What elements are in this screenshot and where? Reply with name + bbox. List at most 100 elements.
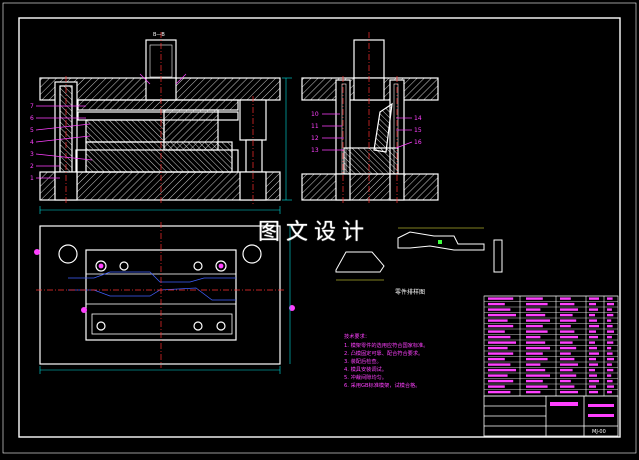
part-numbers-left: 7 6 5 4 3 2 1 bbox=[30, 103, 34, 182]
bom-cell-text bbox=[488, 379, 514, 383]
bom-cell-text bbox=[488, 385, 505, 388]
bom-cell-text bbox=[607, 357, 614, 361]
bom-cell-text bbox=[589, 319, 597, 322]
bom-cell-text bbox=[589, 335, 598, 339]
bom-cell-text bbox=[560, 341, 573, 344]
plan-dimensions bbox=[39, 226, 291, 374]
bom-cell-text bbox=[488, 313, 516, 317]
bom-cell-text bbox=[526, 330, 548, 333]
bom-cell-text bbox=[488, 363, 511, 366]
bom-cell-text bbox=[589, 297, 599, 300]
part-number: 1 bbox=[30, 175, 34, 182]
front-center-lines bbox=[65, 32, 254, 205]
bom-cell-text bbox=[607, 335, 612, 339]
bom-cell-text bbox=[560, 368, 573, 372]
strip-dimensions bbox=[336, 227, 484, 281]
drawing-code: MJ-00 bbox=[592, 429, 606, 435]
bom-cell-text bbox=[589, 324, 599, 328]
bom-cell-text bbox=[560, 346, 577, 350]
plan-strip bbox=[68, 271, 236, 301]
side-center-lines bbox=[342, 32, 398, 205]
bom-cell-text bbox=[526, 357, 548, 361]
bom-cell-text bbox=[607, 313, 614, 317]
bom-cell-text bbox=[526, 341, 546, 344]
outer-frame bbox=[2, 2, 637, 454]
bom-cell-text bbox=[607, 302, 614, 306]
note-line: 3. 装配后检查。 bbox=[344, 357, 382, 365]
bom-cell-text bbox=[560, 297, 571, 300]
bom-cell-text bbox=[589, 341, 595, 344]
part-caption: 零件排样图 bbox=[395, 288, 425, 296]
bom-cell-text bbox=[560, 390, 578, 394]
bom-cell-text bbox=[526, 346, 550, 350]
technical-notes: 技术要求： 1. 模架零件的选用应符合国家标准。 2. 凸模固定可靠、配合符合要… bbox=[344, 332, 428, 389]
bom-cell-text bbox=[488, 374, 508, 377]
bom-cell-text bbox=[607, 341, 614, 344]
bom-cell-text bbox=[488, 390, 511, 394]
bom-cell-text bbox=[589, 346, 597, 350]
part-number: 2 bbox=[30, 163, 34, 170]
part-number: 12 bbox=[311, 135, 319, 142]
bom-rows bbox=[484, 295, 618, 394]
part-number: 13 bbox=[311, 147, 319, 154]
bom-cell-text bbox=[560, 357, 575, 361]
bom-cell-text bbox=[526, 308, 541, 311]
part-number: 16 bbox=[414, 139, 422, 146]
notes-title: 技术要求： bbox=[344, 332, 370, 340]
bom-cell-text bbox=[589, 352, 599, 355]
bom-cell-text bbox=[607, 379, 613, 383]
bom-cell-text bbox=[589, 357, 596, 361]
bom-cell-text bbox=[560, 330, 575, 333]
bom-cell-text bbox=[526, 297, 543, 300]
part-number: 15 bbox=[414, 127, 422, 134]
bom-cell-text bbox=[488, 297, 514, 300]
bom-cell-text bbox=[526, 379, 543, 383]
inner-frame bbox=[18, 17, 621, 438]
watermark-text: 图文设计 bbox=[258, 220, 371, 245]
bom-cell-text bbox=[526, 319, 550, 322]
note-line: 4. 模具安装调试。 bbox=[344, 365, 387, 373]
bom-cell-text bbox=[607, 368, 614, 372]
note-line: 5. 冲裁间隙均匀。 bbox=[344, 373, 387, 381]
part-number: 5 bbox=[30, 127, 34, 134]
bom-cell-text bbox=[526, 352, 543, 355]
bom-cell-text bbox=[560, 335, 578, 339]
bom-cell-text bbox=[526, 390, 541, 394]
bom-cell-text bbox=[560, 308, 578, 311]
strip-layout bbox=[335, 231, 503, 273]
part-number: 11 bbox=[311, 123, 319, 130]
bom-cell-text bbox=[589, 308, 598, 311]
bom-cell-text bbox=[488, 319, 508, 322]
bom-cell-text bbox=[560, 302, 575, 306]
bom-cell-text bbox=[488, 341, 516, 344]
bom-cell-text bbox=[488, 324, 514, 328]
bom-cell-text bbox=[560, 374, 577, 377]
bom-cell-text bbox=[589, 390, 598, 394]
plan-center-lines bbox=[36, 222, 284, 368]
bom-cell-text bbox=[488, 308, 511, 311]
bom-cell-text bbox=[607, 324, 613, 328]
bom-cell-text bbox=[607, 390, 612, 394]
bom-cell-text bbox=[526, 313, 546, 317]
top-view-label: B—B bbox=[153, 32, 165, 38]
bom-cell-text bbox=[607, 319, 612, 322]
bom-cell-text bbox=[488, 357, 505, 361]
bom-cell-text bbox=[526, 368, 546, 372]
bom-cell-text bbox=[607, 352, 613, 355]
part-number: 10 bbox=[311, 111, 319, 118]
front-view bbox=[39, 39, 281, 201]
leaders-left bbox=[35, 73, 187, 179]
bom-cell-text bbox=[607, 363, 612, 366]
leaders-right bbox=[322, 113, 413, 151]
bom-cell-text bbox=[488, 330, 505, 333]
bom-cell-text bbox=[526, 302, 548, 306]
bom-cell-text bbox=[589, 379, 599, 383]
bom-cell-text bbox=[488, 346, 508, 350]
note-line: 2. 凸模固定可靠、配合符合要求。 bbox=[344, 349, 423, 357]
title-block bbox=[483, 395, 619, 437]
bom-cell-text bbox=[488, 368, 516, 372]
bom-cell-text bbox=[526, 363, 541, 366]
bom-cell-text bbox=[589, 313, 595, 317]
